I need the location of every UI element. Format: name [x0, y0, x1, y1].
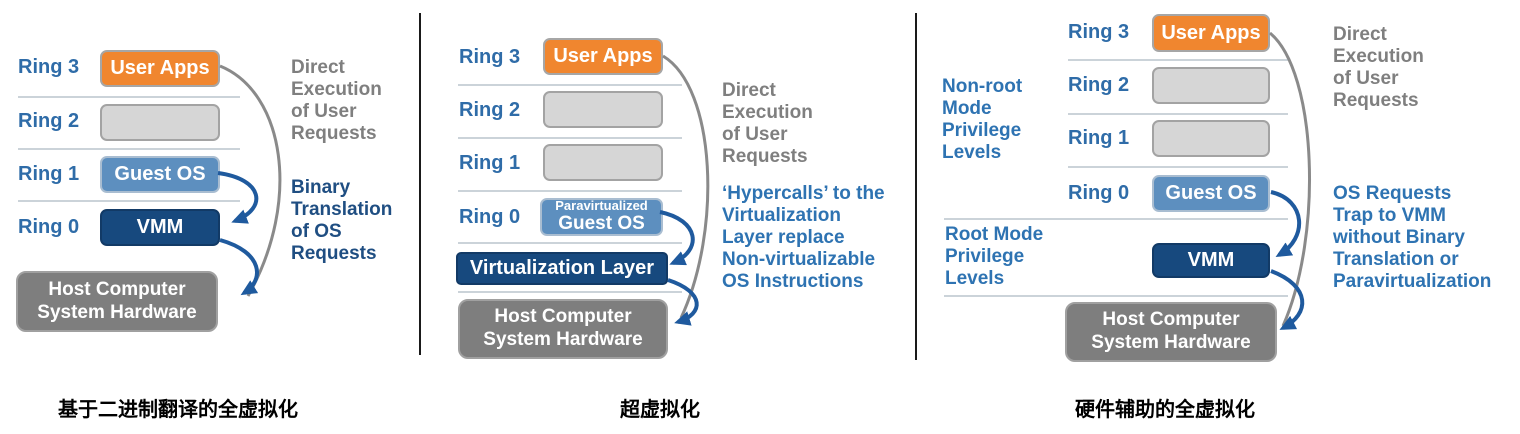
ring-divider	[18, 96, 240, 98]
direct-execution-text: Direct Execution of User Requests	[1333, 24, 1424, 112]
user-apps-box: User Apps	[543, 38, 663, 75]
direct-execution-text: Direct Execution of User Requests	[291, 57, 382, 145]
ring-divider	[1068, 113, 1288, 115]
guest-os-to-vmm-arrow	[217, 171, 259, 224]
guest-os-box: Guest OS	[1152, 175, 1270, 212]
user-apps-box: User Apps	[1152, 14, 1270, 52]
ring1-label: Ring 1	[459, 152, 521, 174]
virtualization-layer-box: Virtualization Layer	[456, 252, 668, 285]
direct-execution-text: Direct Execution of User Requests	[722, 80, 813, 168]
ring0-label: Ring 0	[18, 216, 80, 238]
vmm-box: VMM	[1152, 243, 1270, 278]
root-mode-label: Root Mode Privilege Levels	[945, 224, 1044, 290]
ring-divider	[18, 148, 240, 150]
ring-divider	[458, 137, 682, 139]
guest-os-box: Guest OS	[100, 156, 220, 193]
hypercalls-text: ‘Hypercalls’ to the Virtualization Layer…	[722, 183, 885, 293]
direct-execution-arrow	[219, 64, 282, 297]
os-requests-trap-text: OS Requests Trap to VMM without Binary T…	[1333, 183, 1492, 293]
panel-divider	[419, 13, 421, 355]
ring-divider	[458, 291, 682, 293]
panel-caption: 超虚拟化	[620, 397, 700, 421]
ring1-label: Ring 1	[1068, 127, 1130, 149]
ring3-label: Ring 3	[1068, 21, 1130, 43]
guest-os-label: Guest OS	[558, 212, 645, 234]
ring-divider	[458, 190, 682, 192]
direct-execution-arrow	[1269, 31, 1312, 327]
ring3-label: Ring 3	[459, 46, 521, 68]
virtualization-layer-to-hardware-arrow	[667, 278, 699, 326]
ring-divider	[1068, 166, 1288, 168]
user-apps-box: User Apps	[100, 50, 220, 87]
ring1-empty-box	[1152, 120, 1270, 157]
ring2-label: Ring 2	[459, 99, 521, 121]
ring2-empty-box	[100, 104, 220, 141]
host-hardware-box: Host Computer System Hardware	[458, 299, 668, 359]
ring1-label: Ring 1	[18, 163, 80, 185]
vmm-box: VMM	[100, 209, 220, 246]
ring-divider	[458, 84, 682, 86]
ring2-label: Ring 2	[18, 110, 80, 132]
ring0-label: Ring 0	[459, 206, 521, 228]
ring3-label: Ring 3	[18, 56, 80, 78]
panel-caption: 硬件辅助的全虚拟化	[1075, 397, 1255, 421]
ring1-empty-box	[543, 144, 663, 181]
ring-divider	[458, 242, 682, 244]
panel-divider	[915, 13, 917, 360]
ring0-label: Ring 0	[1068, 182, 1130, 204]
vmm-to-hardware-arrow	[219, 238, 259, 296]
paravirtualized-label: Paravirtualized	[555, 198, 648, 214]
ring2-empty-box	[1152, 67, 1270, 104]
direct-execution-arrow	[662, 54, 710, 319]
ring2-empty-box	[543, 91, 663, 128]
binary-translation-text: Binary Translation of OS Requests	[291, 177, 393, 265]
ring-divider	[18, 200, 240, 202]
host-hardware-box: Host Computer System Hardware	[16, 271, 218, 332]
mode-divider	[944, 218, 1288, 220]
guest-os-to-vmm-arrow	[1270, 190, 1302, 258]
mode-divider	[944, 295, 1288, 297]
nonroot-mode-label: Non-root Mode Privilege Levels	[942, 76, 1023, 164]
ring-divider	[1068, 59, 1288, 61]
paravirtualized-guest-os-box: Paravirtualized Guest OS	[540, 198, 663, 236]
host-hardware-box: Host Computer System Hardware	[1065, 302, 1277, 362]
ring2-label: Ring 2	[1068, 74, 1130, 96]
panel-caption: 基于二进制翻译的全虚拟化	[58, 397, 298, 421]
